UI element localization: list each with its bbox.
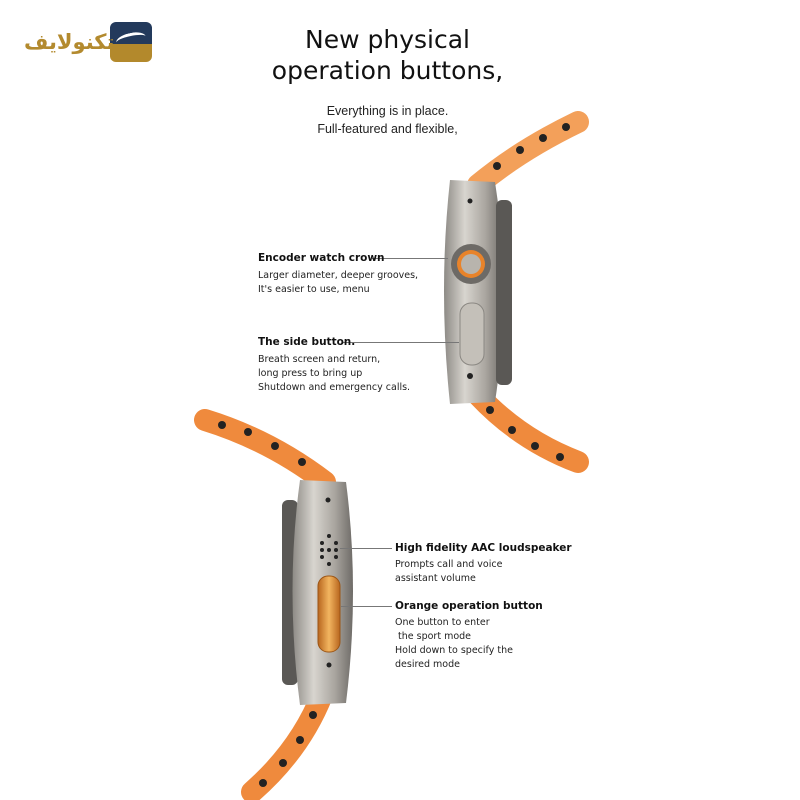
callout-text: Breath screen and return, xyxy=(258,354,381,365)
logo xyxy=(110,22,152,62)
page-title: New physical operation buttons, xyxy=(240,24,535,86)
callout-title: The side button. xyxy=(258,336,356,348)
orange-button-leader-line xyxy=(341,606,392,607)
title-line-2: operation buttons, xyxy=(271,56,504,85)
callout-title: Orange operation button xyxy=(395,600,543,612)
title-line-1: New physical xyxy=(305,25,470,54)
watch1-case xyxy=(444,180,512,404)
callout-text: the sport mode xyxy=(395,631,472,642)
crown-leader-line xyxy=(372,258,448,259)
subtitle-line-2: Full-featured and flexible, xyxy=(317,122,458,136)
callout-text: Shutdown and emergency calls. xyxy=(258,382,411,393)
side-button xyxy=(459,302,485,366)
watch1-band-top xyxy=(467,111,589,196)
encoder-crown xyxy=(451,244,491,284)
callout-text: Larger diameter, deeper grooves, xyxy=(258,270,419,281)
callout-text: desired mode xyxy=(395,659,460,670)
callout-text: long press to bring up xyxy=(258,368,363,379)
subtitle-line-1: Everything is in place. xyxy=(326,104,449,118)
loudspeaker-grille xyxy=(320,534,338,566)
callout-orange-button: Orange operation button One button to en… xyxy=(395,600,543,672)
callout-text: Hold down to specify the xyxy=(395,645,513,656)
callout-loudspeaker: High fidelity AAC loudspeaker Prompts ca… xyxy=(395,542,572,586)
watch2-band-bottom xyxy=(241,684,333,800)
speaker-leader-line xyxy=(340,548,392,549)
subtitle: Everything is in place. Full-featured an… xyxy=(250,102,525,138)
callout-title: Encoder watch crown xyxy=(258,252,385,264)
callout-encoder-crown: Encoder watch crown Larger diameter, dee… xyxy=(258,252,418,297)
logo-text: تکنولایف xyxy=(24,30,115,54)
orange-operation-button xyxy=(317,575,341,653)
callout-title: High fidelity AAC loudspeaker xyxy=(395,542,572,554)
callout-side-button: The side button. Breath screen and retur… xyxy=(258,336,410,395)
callout-text: assistant volume xyxy=(395,573,476,584)
side-button-leader-line xyxy=(343,342,459,343)
watch1-band-bottom xyxy=(467,384,589,473)
callout-text: It's easier to use, menu xyxy=(258,284,370,295)
logo-mark-bottom xyxy=(110,44,152,62)
callout-text: Prompts call and voice xyxy=(395,559,503,570)
logo-mark-top xyxy=(110,22,152,48)
callout-text: One button to enter xyxy=(395,617,490,628)
watch2-band-top xyxy=(194,409,336,493)
